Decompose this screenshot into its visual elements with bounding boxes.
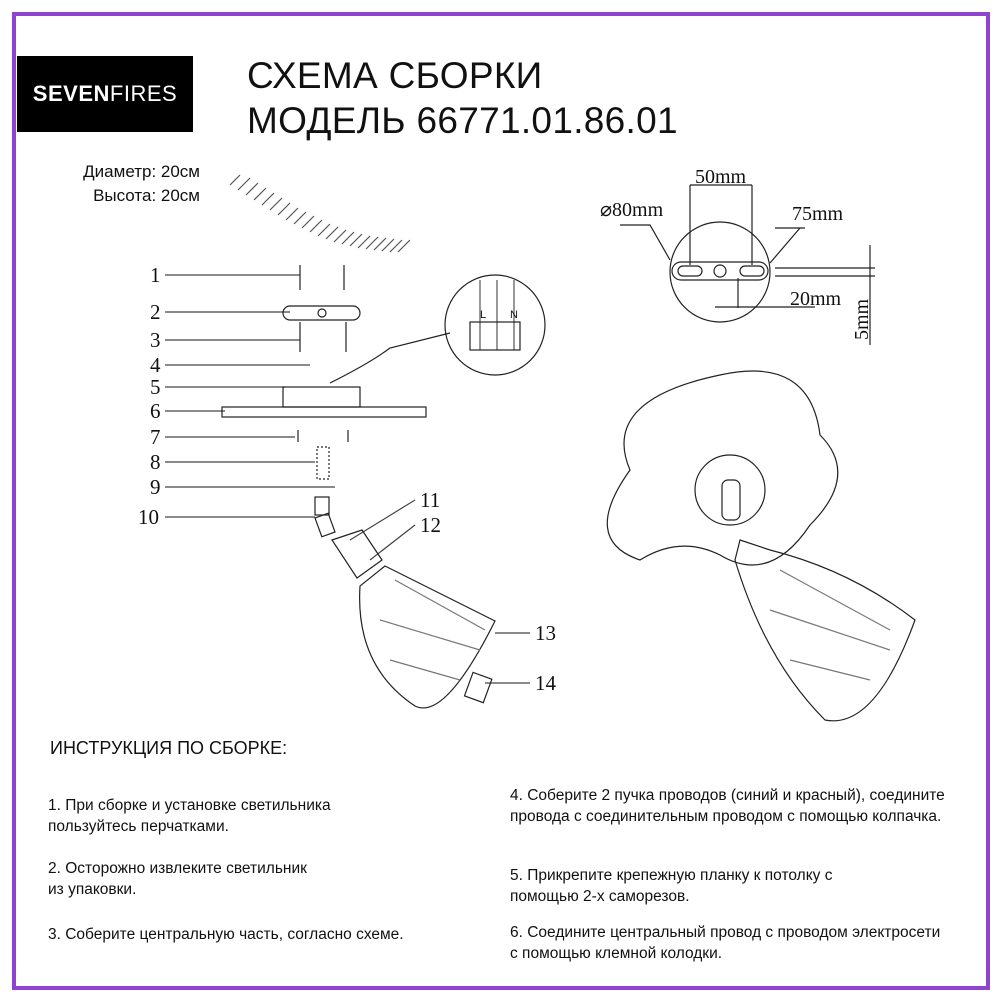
part-5-label: 5 — [150, 375, 161, 399]
step-5: 5. Прикрепите крепежную планку к потолку… — [510, 867, 833, 905]
part-2-label: 2 — [150, 300, 161, 324]
assembled-view — [606, 370, 916, 722]
part-8-label: 8 — [150, 450, 161, 474]
instructions-title: ИНСТРУКЦИЯ ПО СБОРКЕ: — [50, 738, 288, 758]
plate-dimensions: ⌀80mm 50mm 75mm 20mm 5mm — [600, 166, 873, 340]
step-1: 1. При сборке и установке светильника по… — [48, 797, 331, 835]
step-4: 4. Соберите 2 пучка проводов (синий и кр… — [510, 787, 945, 825]
part-leaders — [165, 274, 530, 684]
dim-80: ⌀80mm — [600, 199, 664, 221]
step-3: 3. Соберите центральную часть, согласно … — [48, 926, 404, 943]
part-numbers: 1 2 3 4 5 6 7 8 9 10 11 12 13 14 L N — [138, 263, 557, 695]
dimensions: Диаметр: 20см Высота: 20см — [83, 160, 200, 208]
part-11-label: 11 — [420, 488, 440, 512]
part-10-label: 10 — [138, 505, 159, 529]
brand-light: FIRES — [109, 81, 178, 106]
page-frame — [12, 12, 990, 990]
part-6-label: 6 — [150, 399, 161, 423]
dim-5: 5mm — [851, 298, 873, 340]
diameter: Диаметр: 20см — [83, 162, 200, 181]
dim-50: 50mm — [695, 166, 747, 188]
step-6: 6. Соедините центральный провод с провод… — [510, 924, 941, 962]
dim-20: 20mm — [790, 288, 842, 310]
part-7-label: 7 — [150, 425, 161, 449]
height: Высота: 20см — [93, 186, 200, 205]
mounting-plate-drawing — [620, 184, 875, 345]
step-2: 2. Осторожно извлеките светильник из упа… — [48, 860, 307, 898]
part-3-label: 3 — [150, 328, 161, 352]
part-14-label: 14 — [535, 671, 557, 695]
connector-n: N — [510, 309, 518, 321]
part-9-label: 9 — [150, 475, 161, 499]
brand-bold: SEVEN — [32, 81, 110, 106]
part-1-label: 1 — [150, 263, 161, 287]
part-13-label: 13 — [535, 621, 556, 645]
connector-l: L — [480, 309, 486, 321]
lamp-parts — [221, 265, 546, 709]
part-12-label: 12 — [420, 513, 441, 537]
ceiling-hatch — [229, 174, 411, 253]
title-line2: МОДЕЛЬ 66771.01.86.01 — [247, 100, 678, 141]
dim-75: 75mm — [792, 203, 844, 225]
title-line1: СХЕМА СБОРКИ — [247, 55, 543, 96]
part-4-label: 4 — [150, 353, 161, 377]
